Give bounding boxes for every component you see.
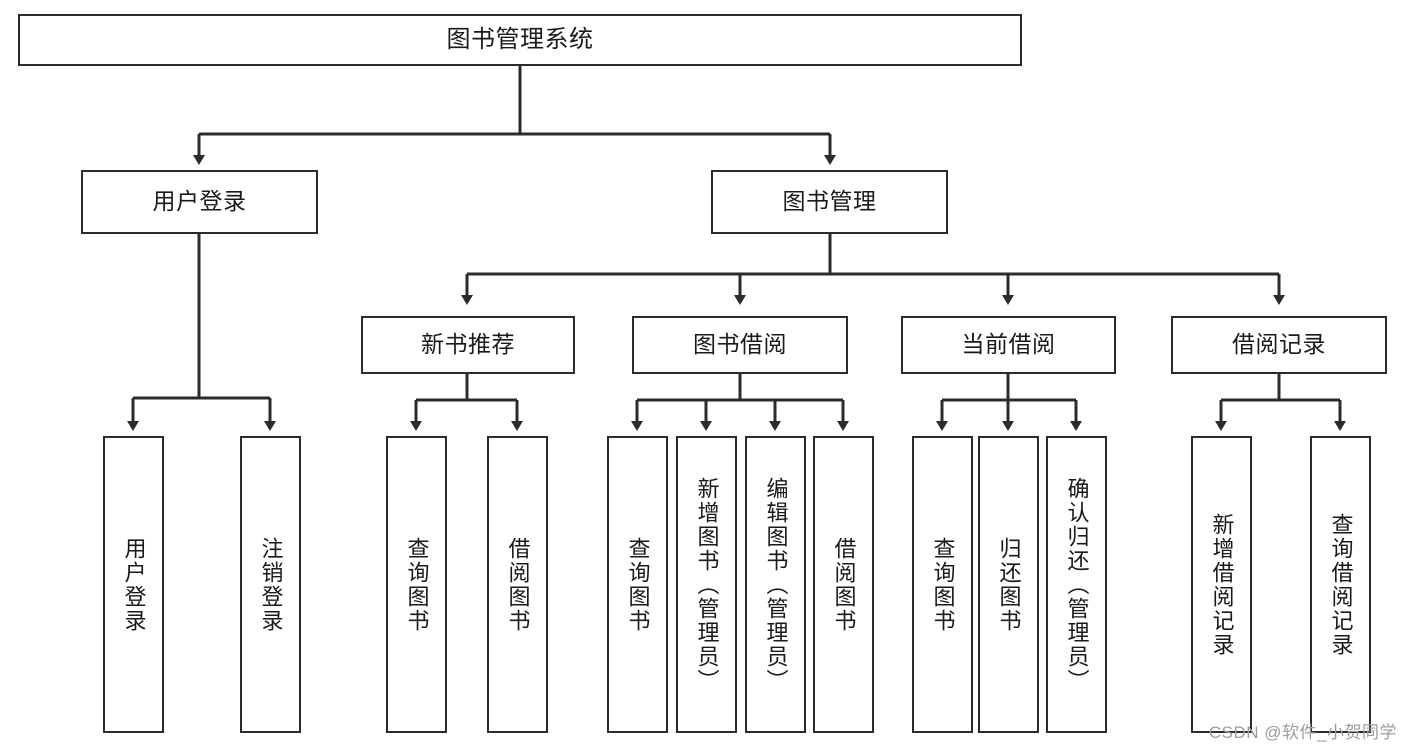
node-label: 借阅记录 <box>1232 331 1326 358</box>
node-label: 查询图书 <box>404 536 430 633</box>
node-label: 确认归还（管理员） <box>1064 476 1090 693</box>
node-label: 新增借阅记录 <box>1209 512 1235 657</box>
node-label: 图书借阅 <box>693 331 787 358</box>
node-label: 查询图书 <box>625 536 651 633</box>
csdn-watermark: CSDN @软件_小贺同学 <box>1208 723 1397 742</box>
node-root-system[interactable]: 图书管理系统 <box>18 14 1022 66</box>
node-label: 图书管理系统 <box>446 25 594 53</box>
node-label: 图书管理 <box>782 188 877 215</box>
leaf-query-book-borrow[interactable]: 查询图书 <box>607 436 668 733</box>
leaf-confirm-return-admin[interactable]: 确认归还（管理员） <box>1046 436 1107 733</box>
node-user-login[interactable]: 用户登录 <box>81 170 318 234</box>
node-label: 新书推荐 <box>421 331 515 358</box>
node-borrow-record[interactable]: 借阅记录 <box>1171 316 1387 374</box>
leaf-add-borrow-record[interactable]: 新增借阅记录 <box>1191 436 1252 733</box>
leaf-query-book-recommend[interactable]: 查询图书 <box>386 436 447 733</box>
leaf-return-book[interactable]: 归还图书 <box>978 436 1039 733</box>
node-new-book-recommend[interactable]: 新书推荐 <box>361 316 575 374</box>
node-label: 归还图书 <box>996 536 1022 633</box>
node-label: 查询借阅记录 <box>1328 512 1354 657</box>
node-book-management[interactable]: 图书管理 <box>711 170 948 234</box>
node-label: 新增图书（管理员） <box>694 476 720 693</box>
node-label: 借阅图书 <box>505 536 531 633</box>
node-label: 查询图书 <box>930 536 956 633</box>
leaf-edit-book-admin[interactable]: 编辑图书（管理员） <box>745 436 806 733</box>
node-label: 用户登录 <box>152 188 247 215</box>
leaf-query-book-current[interactable]: 查询图书 <box>912 436 973 733</box>
node-label: 编辑图书（管理员） <box>763 476 789 693</box>
node-current-borrow[interactable]: 当前借阅 <box>901 316 1116 374</box>
leaf-borrow-book-recommend[interactable]: 借阅图书 <box>487 436 548 733</box>
node-label: 当前借阅 <box>961 331 1056 358</box>
node-label: 借阅图书 <box>831 536 857 633</box>
leaf-user-login[interactable]: 用户登录 <box>103 436 164 733</box>
node-label: 用户登录 <box>121 536 147 633</box>
leaf-query-borrow-record[interactable]: 查询借阅记录 <box>1310 436 1371 733</box>
leaf-borrow-book[interactable]: 借阅图书 <box>813 436 874 733</box>
node-book-borrow[interactable]: 图书借阅 <box>632 316 848 374</box>
leaf-add-book-admin[interactable]: 新增图书（管理员） <box>676 436 737 733</box>
node-label: 注销登录 <box>258 536 284 633</box>
leaf-logout-login[interactable]: 注销登录 <box>240 436 301 733</box>
